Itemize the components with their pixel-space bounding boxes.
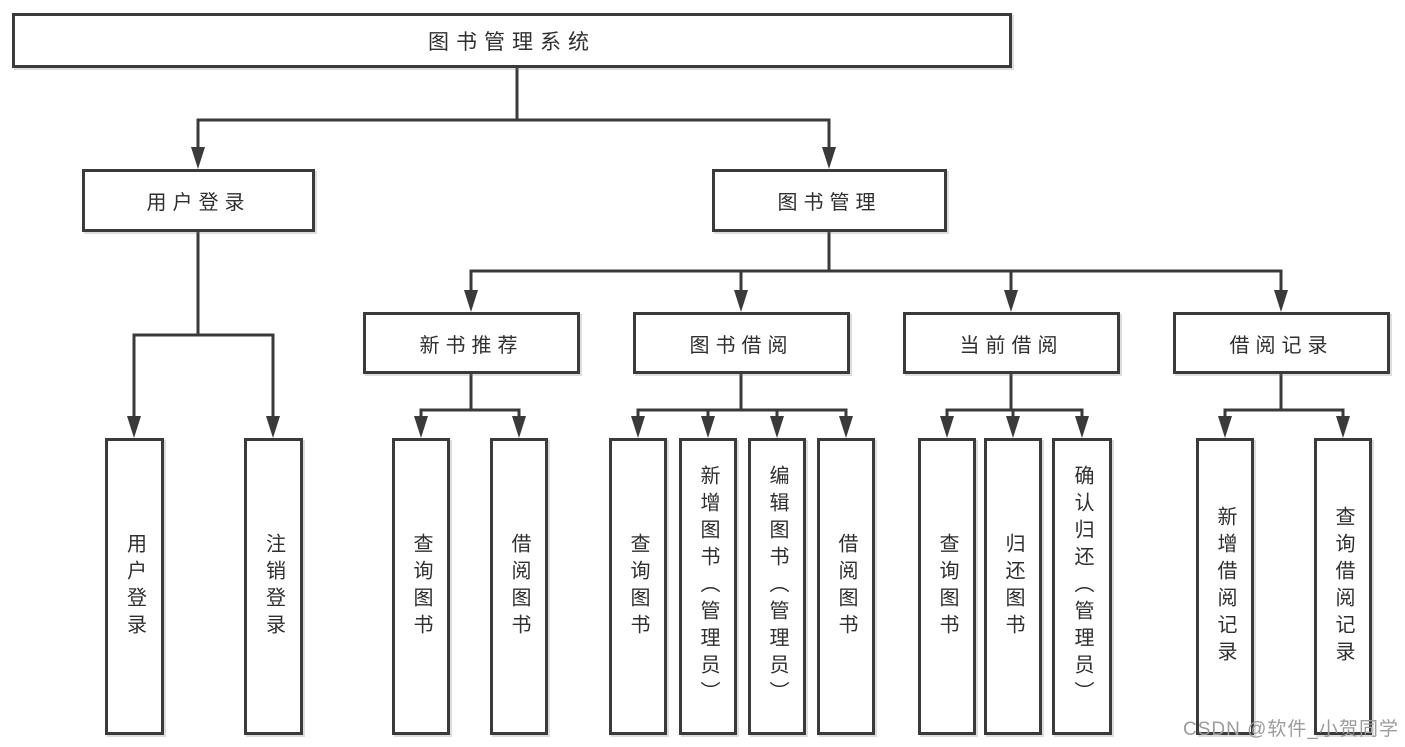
node-label: 归还图书 [1002,532,1024,641]
node-current-borrowing: 当前借阅 [903,312,1120,374]
node-borrow-books: 借阅图书 [817,438,875,735]
node-label: 借阅图书 [835,532,857,641]
node-label: 查询图书 [627,532,649,641]
connector-borrow-records-to-leaves [1218,374,1350,438]
node-query-books-borrow: 查询图书 [609,438,667,735]
node-user-login: 用户登录 [82,169,315,232]
node-logout-action: 注销登录 [244,438,303,735]
node-label: 用户登录 [123,532,146,641]
node-confirm-return-admin: 确认归还（管理员） [1052,438,1112,735]
node-label: 编辑图书（管理员） [766,465,788,708]
node-borrow-books-newrec: 借阅图书 [490,438,548,735]
connector-root-to-level2 [191,68,836,169]
node-book-borrowing: 图书借阅 [633,312,850,374]
connector-new-book-to-leaves [414,374,526,438]
connector-book-borrow-to-leaves [631,374,853,438]
node-label: 查询借阅记录 [1332,505,1354,668]
csdn-watermark: CSDN @软件_小贺同学 [1183,719,1399,740]
node-query-borrow-record: 查询借阅记录 [1314,438,1372,735]
node-label: 新增图书（管理员） [697,465,719,708]
connector-book-mgmt-to-level3 [464,232,1288,312]
node-query-books-newrec: 查询图书 [392,438,450,735]
node-new-book-recommend: 新书推荐 [363,312,580,374]
node-library-management-system: 图书管理系统 [12,13,1012,68]
node-label: 确认归还（管理员） [1071,465,1093,708]
node-add-books-admin: 新增图书（管理员） [679,438,737,735]
node-book-management: 图书管理 [712,169,947,232]
node-query-books-current: 查询图书 [918,438,976,735]
node-label: 新增借阅记录 [1214,505,1236,668]
node-return-books: 归还图书 [984,438,1042,735]
connector-current-borrow-to-leaves [940,374,1089,438]
connector-user-login-to-leaves [127,232,280,438]
node-label: 借阅图书 [508,532,530,641]
node-borrowing-records: 借阅记录 [1173,312,1390,374]
node-label: 查询图书 [936,532,958,641]
node-label: 查询图书 [410,532,432,641]
node-edit-books-admin: 编辑图书（管理员） [748,438,806,735]
node-label: 注销登录 [262,532,285,641]
node-add-borrow-record: 新增借阅记录 [1196,438,1254,735]
node-user-login-action: 用户登录 [105,438,164,735]
